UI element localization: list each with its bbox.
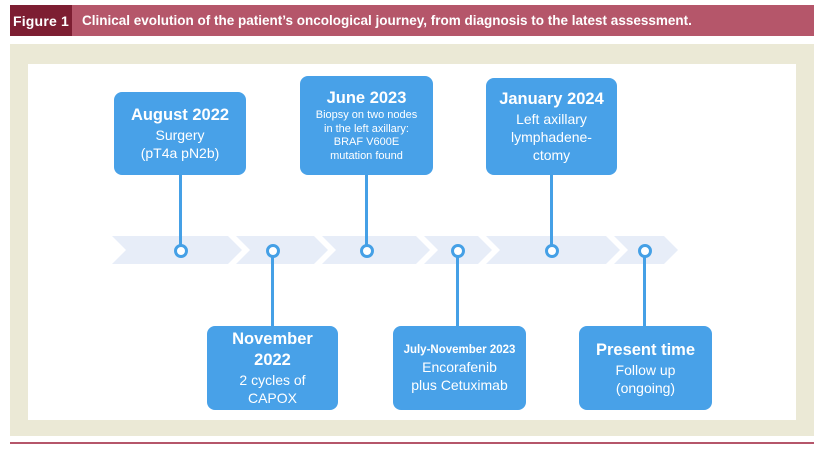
event-detail: Encorafenib	[422, 358, 497, 375]
event-detail: 2 cycles of	[239, 372, 306, 388]
event-detail: (ongoing)	[615, 379, 676, 396]
event-detail: lymphadene-	[511, 129, 592, 145]
timeline-node	[545, 244, 559, 258]
event-title: Present time	[595, 340, 696, 359]
timeline-node	[266, 244, 280, 258]
connector-line	[271, 256, 274, 328]
event-box-january-2024: January 2024 Left axillary lymphadene- c…	[486, 78, 617, 175]
event-detail: in the left axillary:	[324, 122, 409, 135]
figure-header: Figure 1 Clinical evolution of the patie…	[10, 5, 814, 36]
timeline-node	[638, 244, 652, 258]
event-title: July-November 2023	[403, 343, 516, 356]
event-detail: Surgery	[155, 127, 205, 143]
event-title: June 2023	[326, 89, 407, 107]
event-title: January 2024	[499, 90, 604, 108]
connector-line	[456, 256, 459, 328]
event-detail: BRAF V600E	[333, 136, 400, 148]
connector-line	[179, 174, 182, 245]
event-detail: Left axillary	[516, 111, 587, 127]
event-box-november-2022: November 2022 2 cycles of CAPOX	[207, 326, 338, 410]
connector-line	[365, 174, 368, 245]
event-box-august-2022: August 2022 Surgery (pT4a pN2b)	[114, 92, 246, 175]
event-detail: (pT4a pN2b)	[140, 145, 220, 161]
event-title: November 2022	[232, 330, 313, 369]
timeline-arrow-segment	[236, 236, 328, 264]
event-detail: mutation found	[330, 149, 403, 162]
event-detail: plus Cetuximab	[411, 376, 508, 393]
timeline-node	[174, 244, 188, 258]
connector-line	[550, 174, 553, 245]
figure-bottom-rule	[10, 442, 814, 444]
event-title: August 2022	[130, 106, 230, 124]
event-detail: ctomy	[532, 147, 571, 163]
event-detail: Follow up	[615, 361, 676, 378]
event-box-june-2023: June 2023 Biopsy on two nodes in the lef…	[300, 76, 433, 175]
timeline-arrow-segment	[322, 236, 430, 264]
event-box-present-time: Present time Follow up (ongoing)	[579, 326, 712, 410]
timeline-node	[451, 244, 465, 258]
figure-label: Figure 1	[10, 5, 72, 36]
event-box-july-november-2023: July-November 2023 Encorafenib plus Cetu…	[393, 326, 526, 410]
event-detail: CAPOX	[247, 390, 297, 406]
timeline-node	[360, 244, 374, 258]
connector-line	[643, 256, 646, 328]
figure-caption: Clinical evolution of the patient’s onco…	[82, 13, 692, 28]
event-detail: Biopsy on two nodes	[315, 109, 418, 121]
